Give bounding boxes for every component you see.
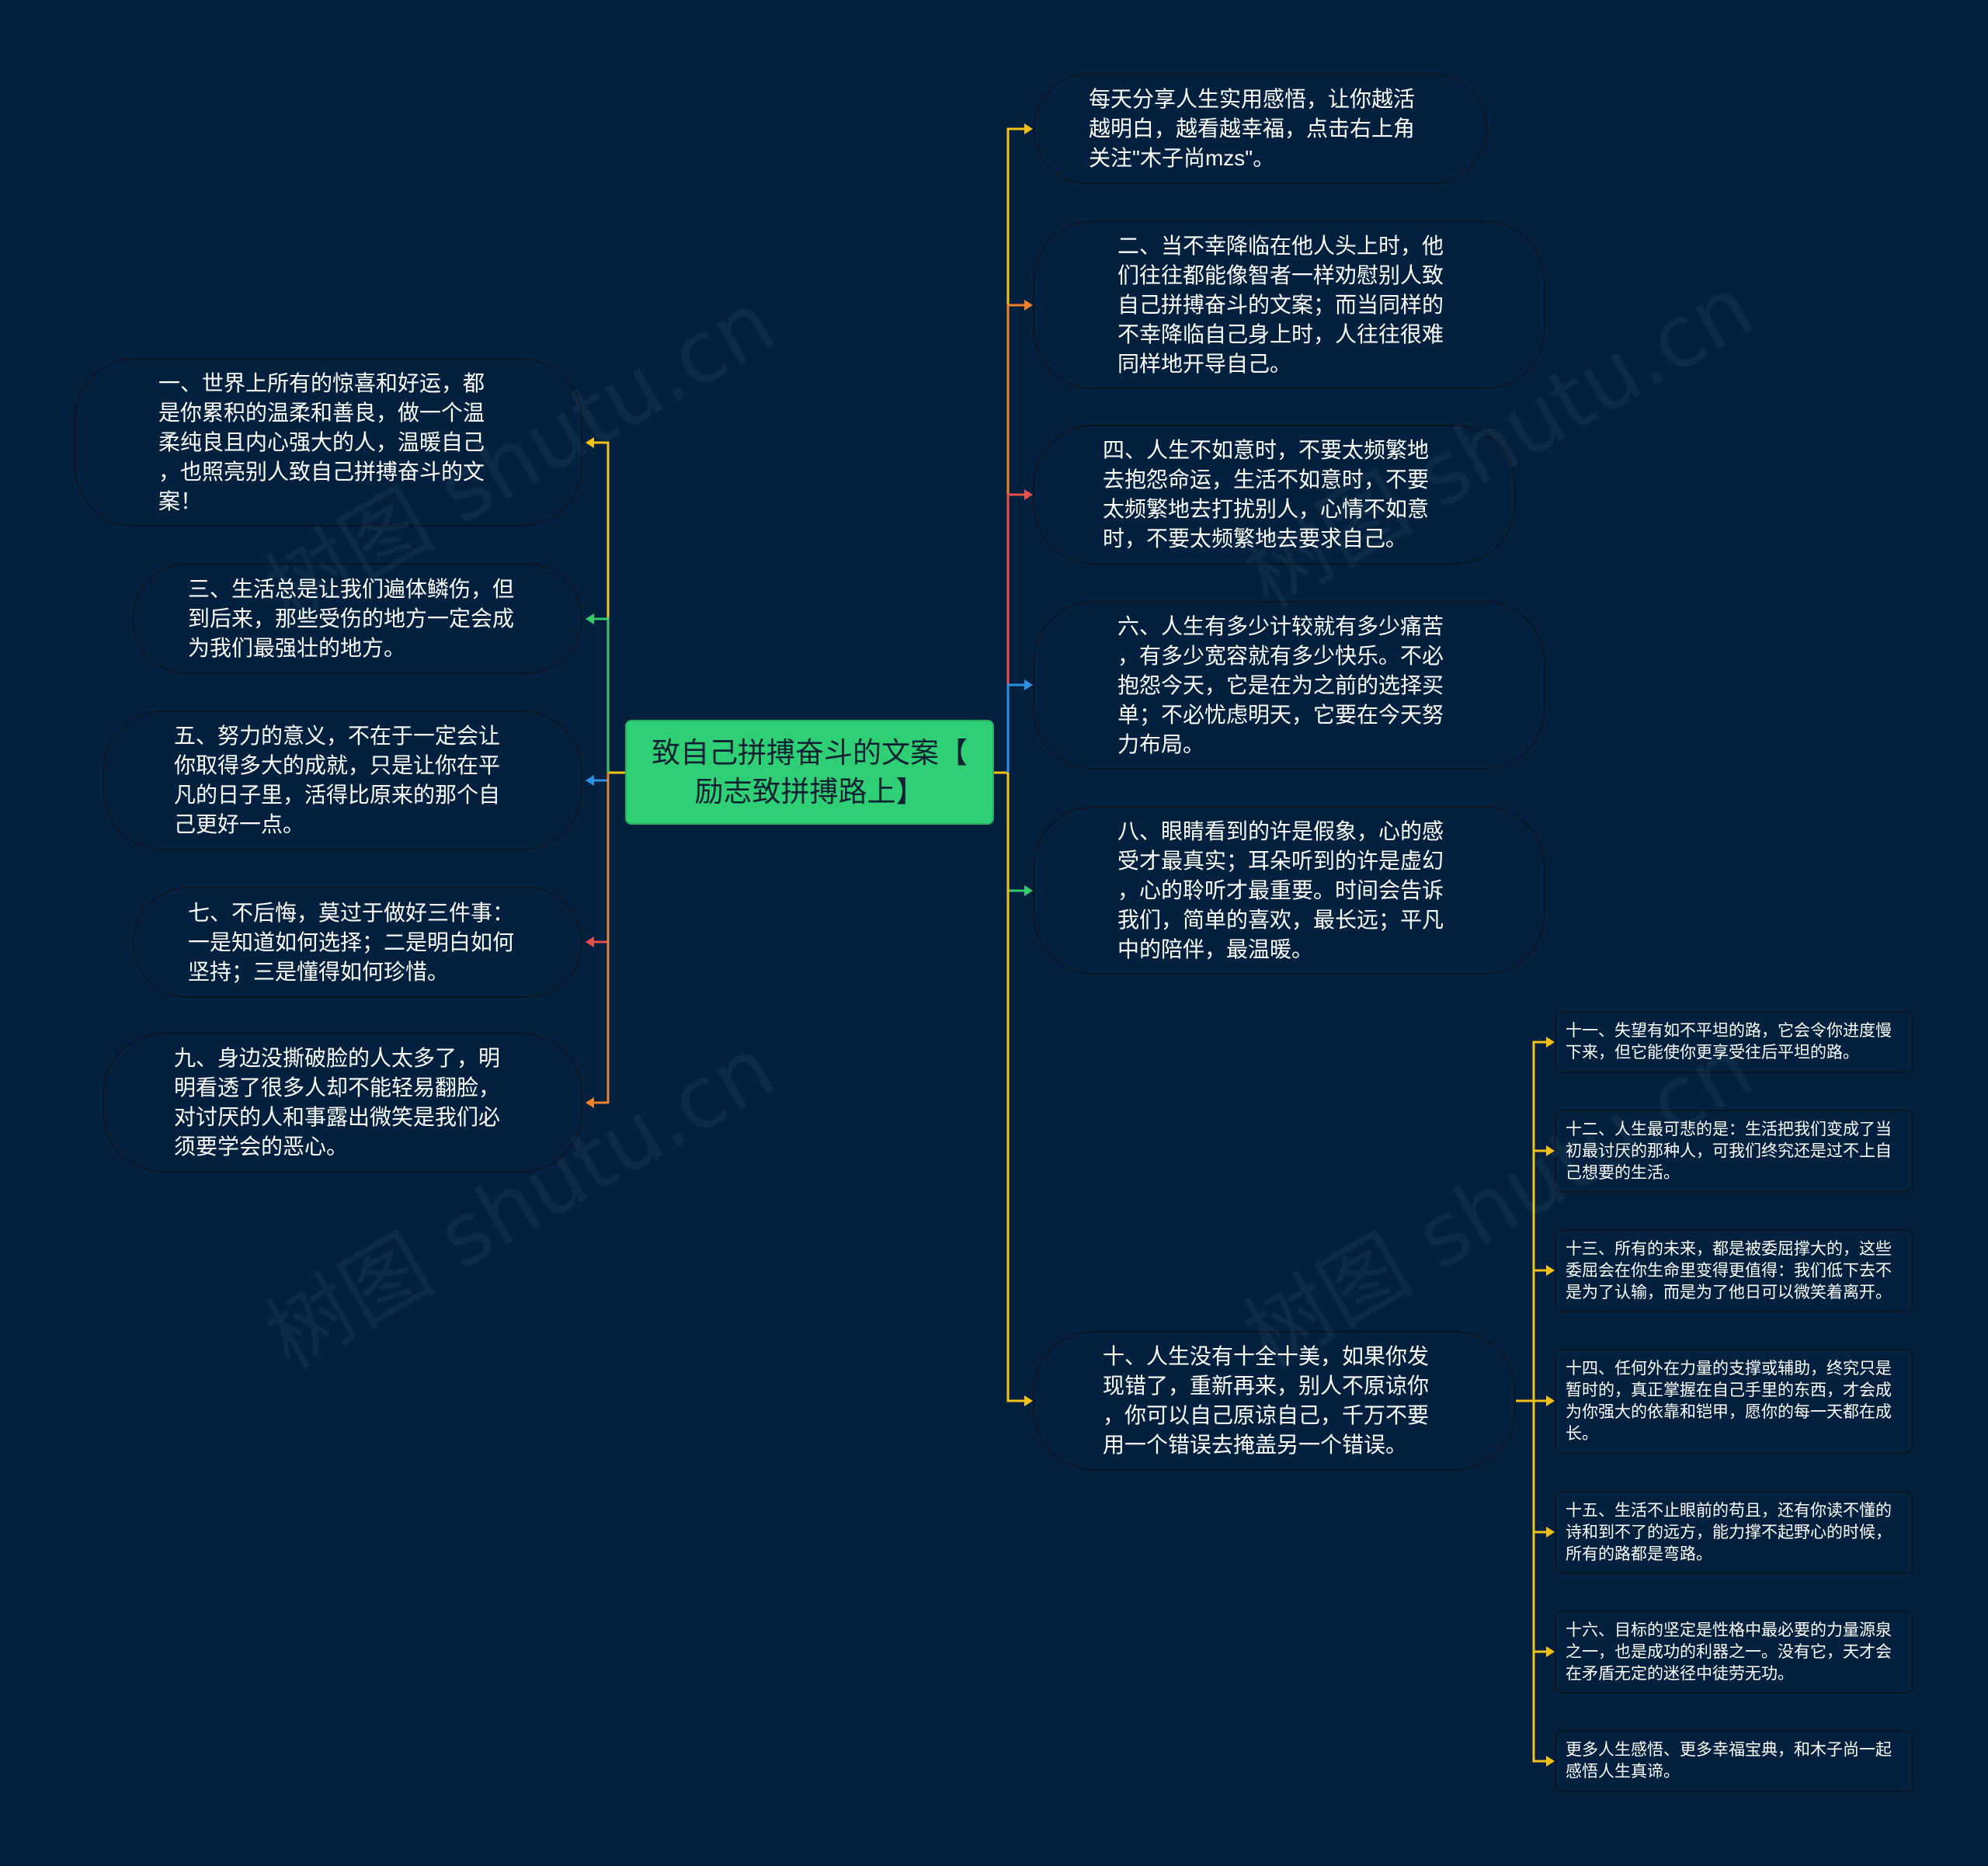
left-connector [589,441,610,773]
sub-connector [1532,1149,1552,1401]
sub-node-16[interactable]: 十六、目标的坚定是性格中最必要的力量源泉 之一，也是成功的利器之一。没有它，天才… [1555,1611,1913,1694]
branch-text: 七、不后悔，莫过于做好三件事： 一是知道如何选择；二是明白如何 坚持；三是懂得如… [188,900,515,984]
right-connector [1006,127,1030,773]
central-topic-node[interactable]: 致自己拼搏奋斗的文案【 励志致拼搏路上】 [625,720,994,825]
branch-node-right-6[interactable]: 六、人生有多少计较就有多少痛苦 ，有多少宽容就有多少快乐。不必 抱怨今天，它是在… [1033,601,1545,770]
sub-arrowhead [1546,1646,1555,1657]
right-arrowhead [1024,123,1033,134]
sub-node-14[interactable]: 十四、任何外在力量的支撑或辅助，终究只是 暂时的，真正掌握在自己手里的东西，才会… [1555,1349,1913,1454]
sub-connector [1532,1269,1552,1401]
branch-text: 二、当不幸降临在他人头上时，他 们往往都能像智者一样劝慰别人致 自己拼搏奋斗的文… [1117,233,1444,376]
sub-node-text: 十三、所有的未来，都是被委屈撑大的，这些 委屈会在你生命里变得更值得：我们低下去… [1566,1239,1892,1301]
sub-node-text: 十一、失望有如不平坦的路，它会令你进度慢 下来，但它能使你更享受往后平坦的路。 [1566,1022,1892,1062]
sub-connector [1532,1401,1552,1653]
right-connector [1006,773,1030,1402]
branch-node-right-4[interactable]: 四、人生不如意时，不要太频繁地 去抱怨命运，生活不如意时，不要 太频繁地去打扰别… [1033,425,1516,565]
branch-node-left-9[interactable]: 九、身边没撕破脸的人太多了，明 明看透了很多人却不能轻易翻脸， 对讨厌的人和事露… [103,1033,582,1173]
sub-arrowhead [1546,1395,1555,1406]
branch-text: 八、眼睛看到的许是假象，心的感 受才最真实；耳朵听到的许是虚幻 ，心的聆听才最重… [1117,818,1444,961]
branch-text: 九、身边没撕破脸的人太多了，明 明看透了很多人却不能轻易翻脸， 对讨厌的人和事露… [174,1046,501,1159]
branch-node-left-5[interactable]: 五、努力的意义，不在于一定会让 你取得多大的成就，只是让你在平 凡的日子里，活得… [103,711,582,850]
sub-connector [1532,1401,1552,1534]
sub-node-text: 十四、任何外在力量的支撑或辅助，终究只是 暂时的，真正掌握在自己手里的东西，才会… [1566,1359,1892,1443]
right-arrowhead [1024,679,1033,690]
sub-arrowhead [1546,1037,1555,1048]
left-connector [589,773,610,943]
sub-node-13[interactable]: 十三、所有的未来，都是被委屈撑大的，这些 委屈会在你生命里变得更值得：我们低下去… [1555,1229,1913,1312]
central-topic-text: 致自己拼搏奋斗的文案【 励志致拼搏路上】 [652,736,968,808]
right-connector [1006,493,1030,773]
right-connector [1006,773,1030,892]
right-arrowhead [1024,885,1033,896]
right-connector [1006,683,1030,773]
sub-node-text: 十五、生活不止眼前的苟且，还有你读不懂的 诗和到不了的远方，能力撑不起野心的时候… [1566,1501,1892,1563]
sub-arrowhead [1546,1145,1555,1156]
sub-node-15[interactable]: 十五、生活不止眼前的苟且，还有你读不懂的 诗和到不了的远方，能力撑不起野心的时候… [1555,1491,1913,1574]
right-connector [1006,304,1030,773]
branch-text: 六、人生有多少计较就有多少痛苦 ，有多少宽容就有多少快乐。不必 抱怨今天，它是在… [1117,613,1444,756]
sub-connector [1532,1041,1552,1401]
sub-node-11[interactable]: 十一、失望有如不平坦的路，它会令你进度慢 下来，但它能使你更享受往后平坦的路。 [1555,1011,1913,1073]
branch-text: 一、世界上所有的惊喜和好运，都 是你累积的温柔和善良，做一个温 柔纯良且内心强大… [158,370,485,513]
branch-text: 三、生活总是让我们遍体鳞伤，但 到后来，那些受伤的地方一定会成 为我们最强壮的地… [188,576,515,660]
left-arrowhead [586,1097,594,1108]
sub-node-more[interactable]: 更多人生感悟、更多幸福宝典，和木子尚一起 感悟人生真谛。 [1555,1730,1913,1792]
left-arrowhead [586,437,594,448]
left-connector [589,773,610,1104]
left-connector [589,617,610,773]
right-arrowhead [1024,1395,1033,1406]
branch-text: 每天分享人生实用感悟，让你越活 越明白，越看越幸福，点击右上角 关注"木子尚mz… [1089,86,1416,170]
sub-node-text: 更多人生感悟、更多幸福宝典，和木子尚一起 感悟人生真谛。 [1566,1741,1892,1781]
sub-node-12[interactable]: 十二、人生最可悲的是：生活把我们变成了当 初最讨厌的那种人，可我们终究还是过不上… [1555,1110,1913,1193]
branch-node-right-10[interactable]: 十、人生没有十全十美，如果你发 现错了，重新再来，别人不原谅你 ，你可以自己原谅… [1033,1331,1516,1471]
sub-arrowhead [1546,1756,1555,1767]
branch-node-right-intro[interactable]: 每天分享人生实用感悟，让你越活 越明白，越看越幸福，点击右上角 关注"木子尚mz… [1033,73,1487,184]
sub-node-text: 十六、目标的坚定是性格中最必要的力量源泉 之一，也是成功的利器之一。没有它，天才… [1566,1621,1892,1683]
left-arrowhead [586,775,594,786]
left-arrowhead [586,613,594,624]
branch-text: 五、努力的意义，不在于一定会让 你取得多大的成就，只是让你在平 凡的日子里，活得… [174,724,501,836]
branch-node-right-2[interactable]: 二、当不幸降临在他人头上时，他 们往往都能像智者一样劝慰别人致 自己拼搏奋斗的文… [1033,221,1545,389]
branch-node-left-1[interactable]: 一、世界上所有的惊喜和好运，都 是你累积的温柔和善良，做一个温 柔纯良且内心强大… [74,358,582,526]
branch-node-right-8[interactable]: 八、眼睛看到的许是假象，心的感 受才最真实；耳朵听到的许是虚幻 ，心的聆听才最重… [1033,806,1545,975]
left-arrowhead [586,936,594,947]
branch-text: 四、人生不如意时，不要太频繁地 去抱怨命运，生活不如意时，不要 太频繁地去打扰别… [1103,438,1430,551]
branch-node-left-7[interactable]: 七、不后悔，莫过于做好三件事： 一是知道如何选择；二是明白如何 坚持；三是懂得如… [132,887,582,998]
branch-text: 十、人生没有十全十美，如果你发 现错了，重新再来，别人不原谅你 ，你可以自己原谅… [1103,1344,1430,1457]
sub-connector [1532,1401,1552,1763]
sub-node-text: 十二、人生最可悲的是：生活把我们变成了当 初最讨厌的那种人，可我们终究还是过不上… [1566,1120,1892,1182]
right-arrowhead [1024,489,1033,500]
branch-node-left-3[interactable]: 三、生活总是让我们遍体鳞伤，但 到后来，那些受伤的地方一定会成 为我们最强壮的地… [132,563,582,674]
sub-arrowhead [1546,1265,1555,1276]
right-arrowhead [1024,300,1033,311]
sub-arrowhead [1546,1527,1555,1538]
